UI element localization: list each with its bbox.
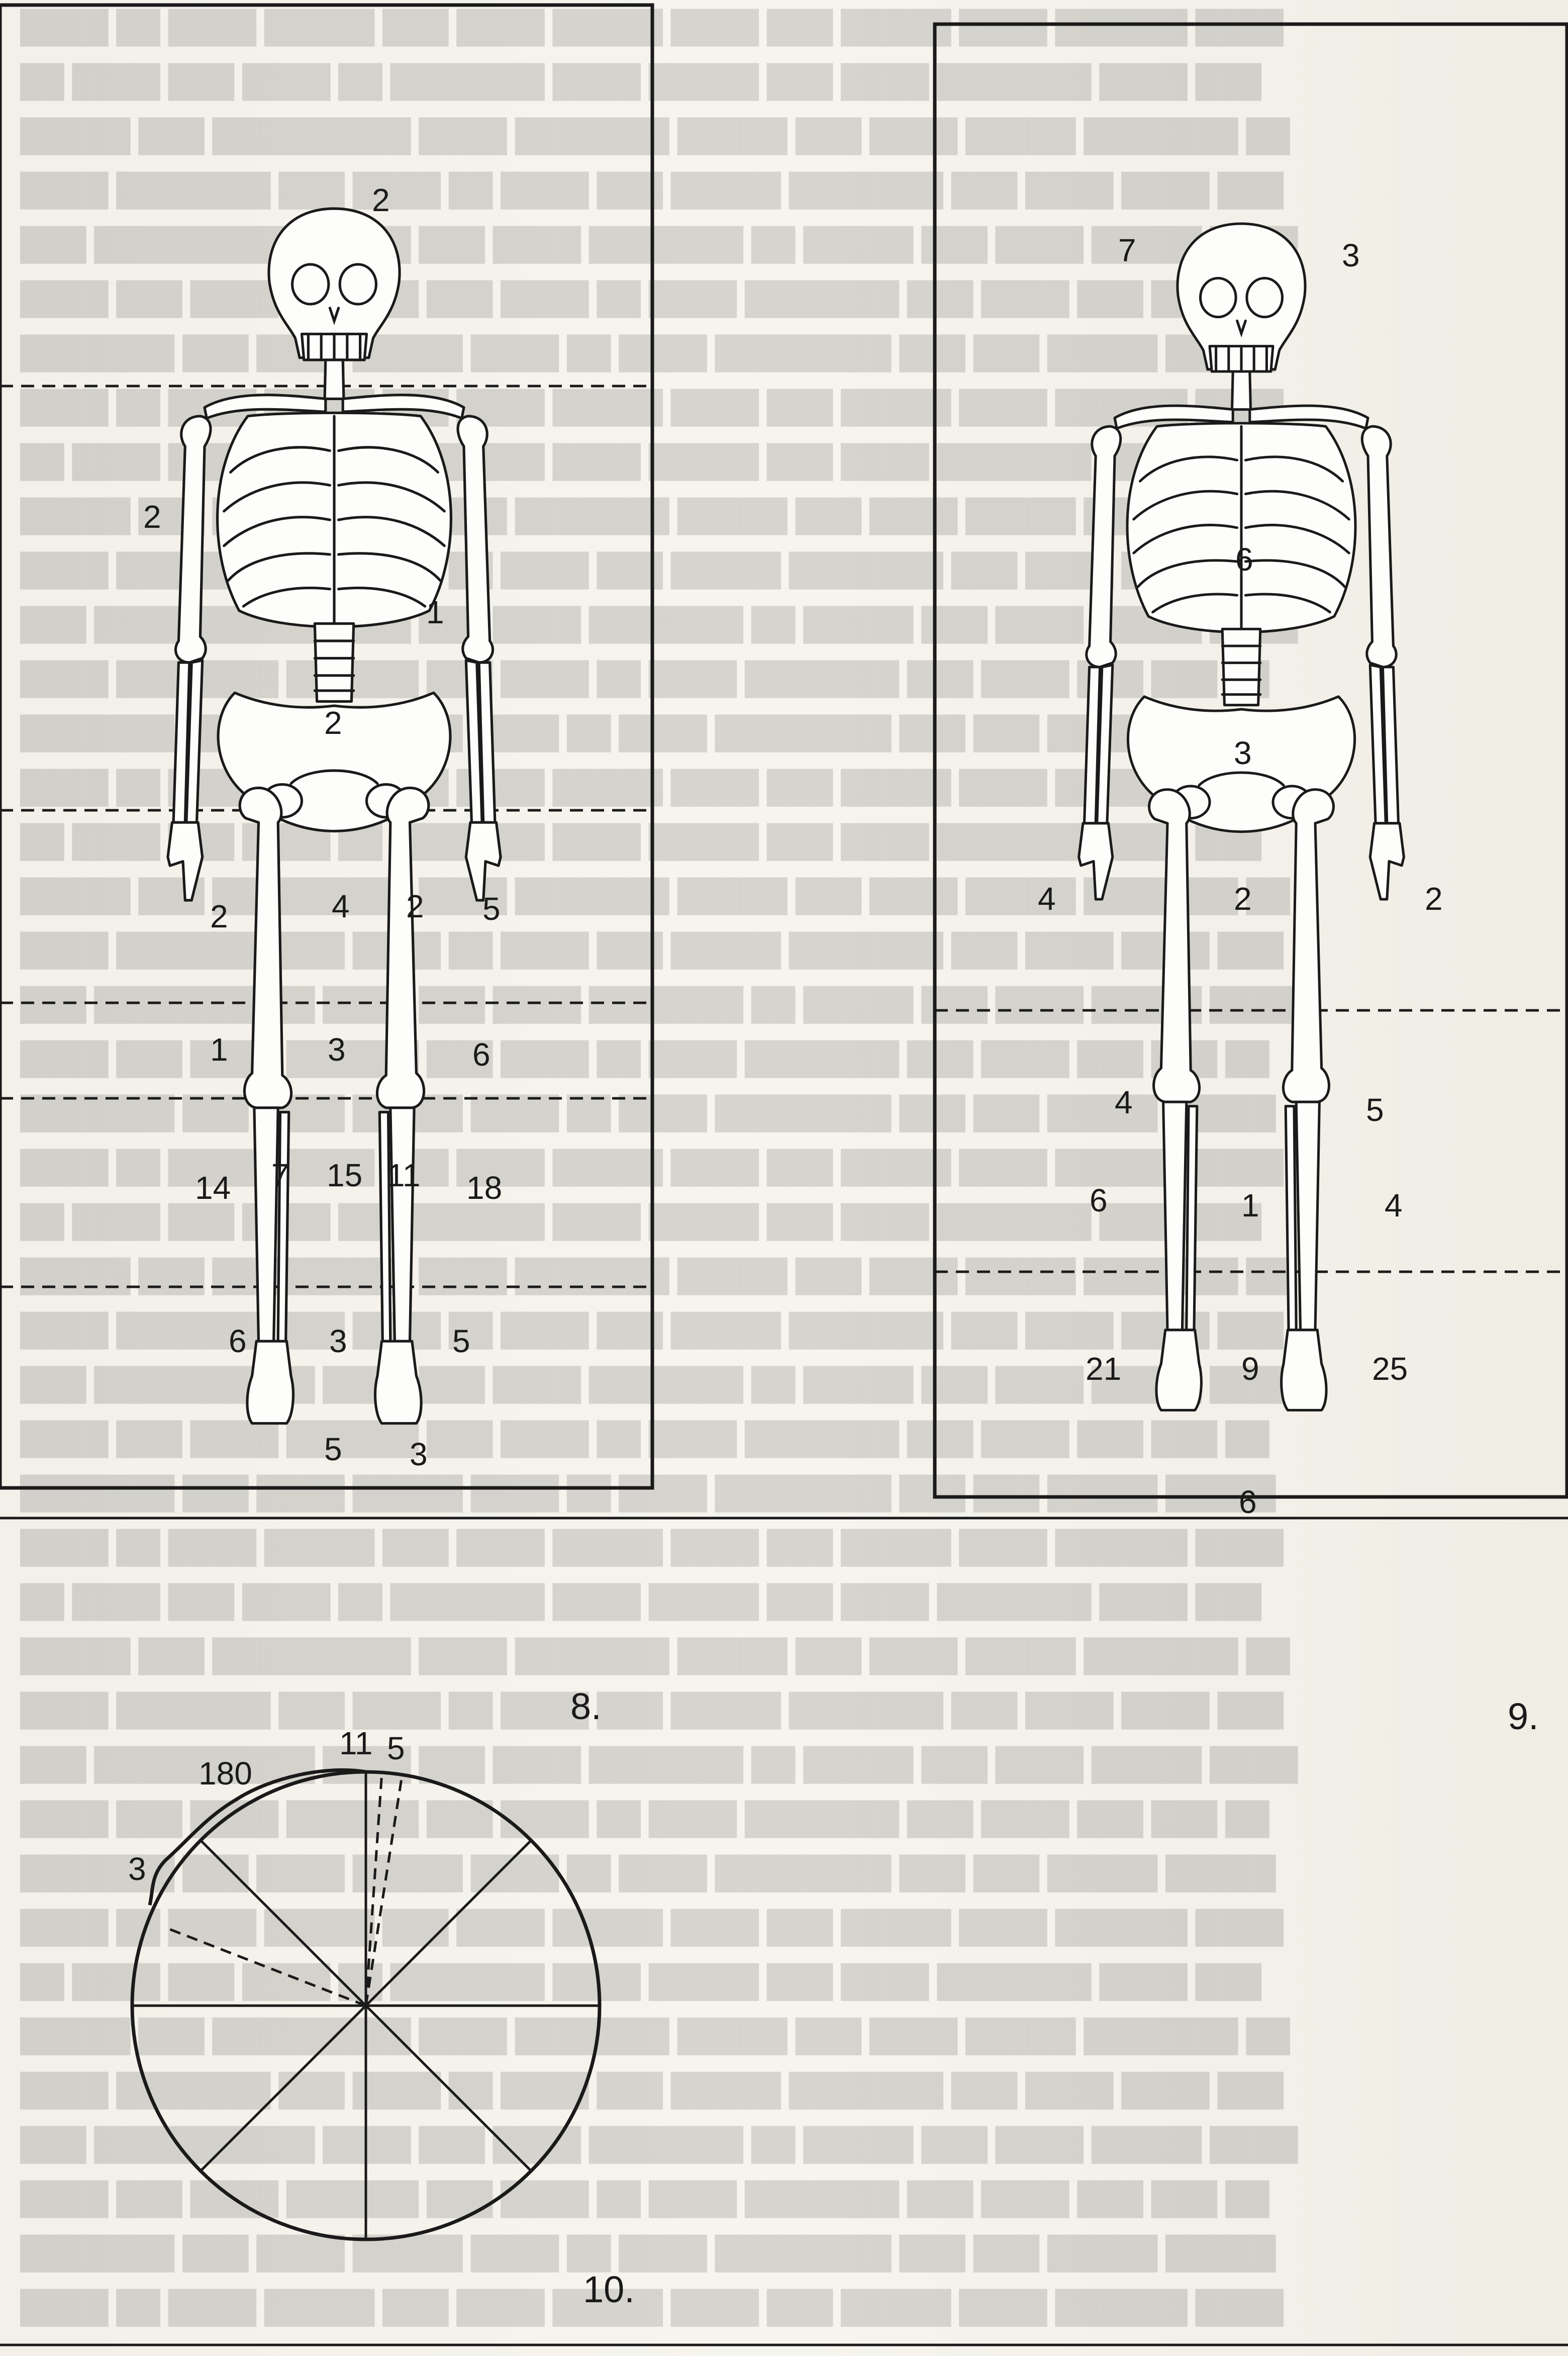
region-count: 4 [1385,1187,1403,1223]
skeleton-figure-8 [168,209,501,1424]
region-count: 4 [1115,1084,1133,1120]
region-count: 25 [1372,1351,1408,1387]
frequency-outline [150,1770,366,1905]
region-count: 7 [1118,232,1136,268]
region-count: 21 [1086,1351,1121,1387]
region-count: 6 [1090,1182,1108,1218]
region-count: 3 [1342,237,1360,273]
region-count: 15 [327,1157,362,1193]
direction-count: 3 [128,1851,146,1887]
region-count: 2 [324,705,342,741]
direction-count: 180 [199,1755,252,1792]
region-count: 5 [482,891,501,927]
figure-10-panel: 180 11 5 3 10. [0,1518,1568,2345]
region-count: 9 [1241,1351,1259,1387]
figure-10-labels: 180 11 5 3 [128,1725,405,1887]
region-count: 5 [452,1323,470,1359]
region-count: 3 [1234,735,1252,771]
region-count: 14 [195,1170,231,1206]
region-count: 2 [1425,881,1443,917]
region-count: 5 [324,1431,342,1467]
region-count: 11 [387,1157,420,1193]
region-count: 2 [406,888,424,924]
region-count: 6 [472,1036,491,1073]
region-count: 6 [229,1323,247,1359]
figure-number-9: 9. [1508,1695,1539,1737]
region-count: 6 [1235,541,1253,578]
region-count: 4 [332,888,350,924]
figure-number-8: 8. [570,1685,602,1727]
region-count: 3 [328,1031,346,1068]
direction-count: 5 [387,1730,405,1766]
region-count: 2 [210,898,228,934]
figure-number-10: 10. [583,2269,635,2310]
region-count: 3 [410,1436,428,1472]
figure-9-panel: 7 3 6 3 4 2 2 4 5 6 1 4 21 9 25 6 9. [935,24,1567,1737]
region-count: 4 [1038,881,1056,917]
region-count: 2 [1234,881,1252,917]
region-count: 1 [1241,1187,1259,1223]
region-count: 3 [329,1323,347,1359]
region-count: 2 [143,499,161,535]
region-count: 6 [1239,1484,1257,1520]
skeleton-figure-9 [1079,224,1404,1410]
region-count: 5 [1366,1092,1384,1128]
region-count: 2 [372,182,390,218]
figure-8-panel: 2 2 1 2 2 4 2 5 1 3 6 14 7 15 11 18 6 3 … [0,5,652,1727]
direction-count: 11 [339,1725,372,1761]
region-count: 1 [426,594,444,630]
region-count: 18 [466,1170,502,1206]
region-count: 7 [271,1157,289,1193]
region-count: 1 [210,1031,228,1068]
